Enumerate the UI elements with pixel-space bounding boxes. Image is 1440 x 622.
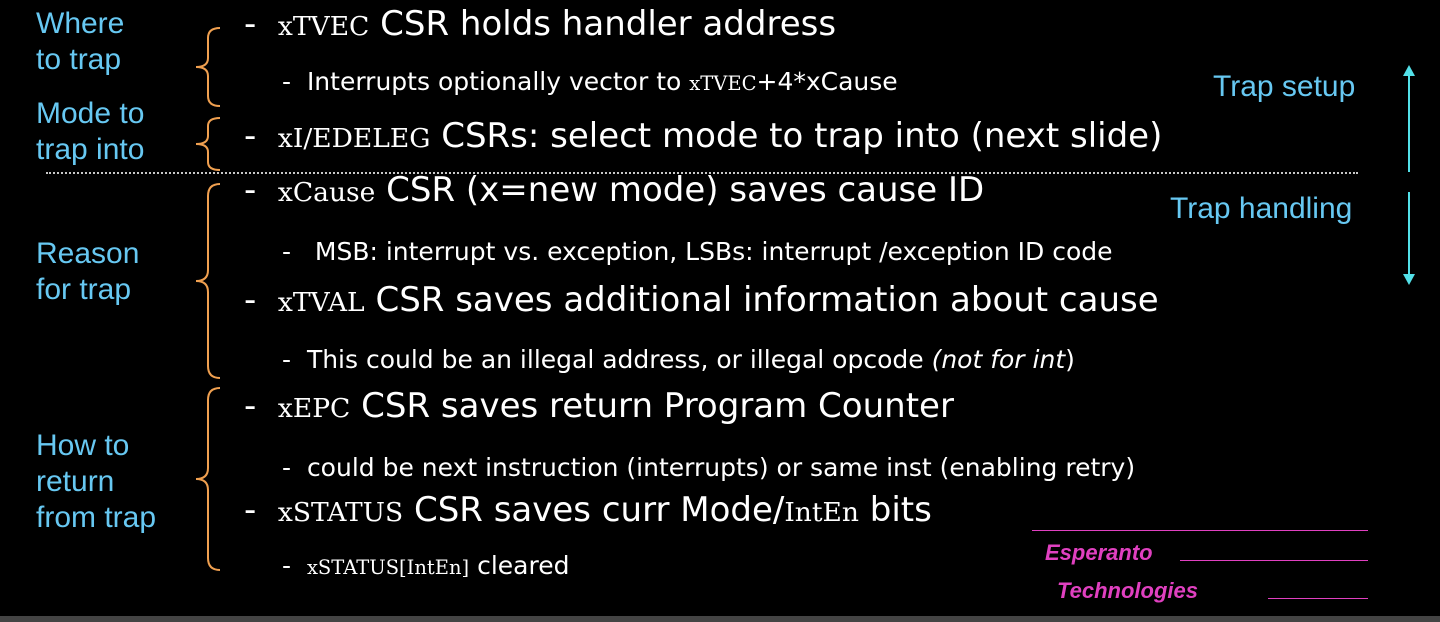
bullet-tval: - xTVAL CSR saves additional information… (244, 280, 1159, 323)
bullet-epc-sub: - could be next instruction (interrupts)… (282, 452, 1135, 484)
bullet-dash: - (244, 280, 257, 320)
bullet-text: CSR (x=new mode) saves cause ID (375, 170, 985, 210)
logo-line1: Esperanto (1045, 540, 1153, 565)
trap-handling-arrow (1408, 192, 1410, 278)
bullet-text: CSRs: select mode to trap into (next sli… (430, 116, 1163, 156)
bullet-italic: (not for int (931, 345, 1066, 374)
bullet-epc: - xEPC CSR saves return Program Counter (244, 386, 954, 429)
reg-name: xCause (277, 177, 376, 208)
bullet-deleg: - xI/EDELEG CSRs: select mode to trap in… (244, 116, 1162, 159)
bullet-text: MSB: interrupt vs. exception, LSBs: inte… (306, 237, 1113, 266)
brace-where (195, 27, 221, 107)
bullet-dash: - (244, 386, 257, 426)
reg-name: IntEn (784, 497, 859, 528)
bullet-text: could be next instruction (interrupts) o… (306, 453, 1136, 482)
footer-bar (0, 616, 1440, 622)
bullet-dash: - (282, 345, 292, 374)
bullet-text: CSR saves additional information about c… (364, 280, 1159, 320)
bullet-text: +4*xCause (756, 67, 898, 96)
bullet-cause-sub: - MSB: interrupt vs. exception, LSBs: in… (282, 236, 1113, 268)
reg-name: xTVEC (689, 72, 757, 95)
section-divider (46, 172, 1358, 174)
bullet-dash: - (244, 116, 257, 156)
trap-setup-label: Trap setup (1213, 70, 1356, 103)
brace-mode (195, 117, 221, 171)
bullet-dash: - (282, 551, 292, 580)
reg-name: xSTATUS[IntEn] (306, 556, 470, 579)
brace-reason (195, 183, 221, 379)
label-reason-for-trap: Reason for trap (36, 237, 140, 306)
bullet-text: cleared (469, 551, 570, 580)
logo-line2: Technologies (1057, 578, 1198, 603)
reg-name: xI/EDELEG (277, 123, 431, 154)
trap-setup-arrow (1408, 72, 1410, 172)
arrow-up-icon (1403, 65, 1415, 76)
bullet-dash: - (282, 237, 292, 266)
reg-name: xSTATUS (277, 497, 404, 528)
label-where-to-trap: Where to trap (36, 7, 125, 76)
bullet-dash: - (282, 453, 292, 482)
bullet-tval-sub: - This could be an illegal address, or i… (282, 344, 1075, 376)
bullet-status-sub: - xSTATUS[IntEn] cleared (282, 550, 569, 584)
label-mode-to-trap-into: Mode to trap into (36, 97, 145, 166)
logo-line (1268, 598, 1368, 599)
label-how-to-return: How to return from trap (36, 429, 157, 534)
bullet-status: - xSTATUS CSR saves curr Mode/IntEn bits (244, 490, 932, 533)
reg-name: xTVEC (277, 11, 370, 42)
bullet-dash: - (244, 490, 257, 530)
reg-name: xTVAL (277, 287, 365, 318)
bullet-text: bits (858, 490, 932, 530)
arrow-down-icon (1403, 274, 1415, 285)
trap-handling-label: Trap handling (1170, 192, 1353, 225)
bullet-cause: - xCause CSR (x=new mode) saves cause ID (244, 170, 984, 213)
brace-return (195, 387, 221, 571)
bullet-text: CSR saves return Program Counter (350, 386, 954, 426)
bullet-dash: - (244, 4, 257, 44)
logo-line (1032, 530, 1368, 531)
bullet-text: CSR holds handler address (369, 4, 837, 44)
bullet-tvec: - xTVEC CSR holds handler address (244, 4, 836, 47)
bullet-tvec-sub: - Interrupts optionally vector to xTVEC+… (282, 66, 898, 100)
bullet-text: Interrupts optionally vector to (306, 67, 690, 96)
bullet-text: This could be an illegal address, or ill… (306, 345, 932, 374)
bullet-text: ) (1065, 345, 1075, 374)
bullet-dash: - (244, 170, 257, 210)
bullet-dash: - (282, 67, 292, 96)
bullet-text: CSR saves curr Mode/ (403, 490, 785, 530)
logo-line (1180, 560, 1368, 561)
reg-name: xEPC (277, 393, 351, 424)
